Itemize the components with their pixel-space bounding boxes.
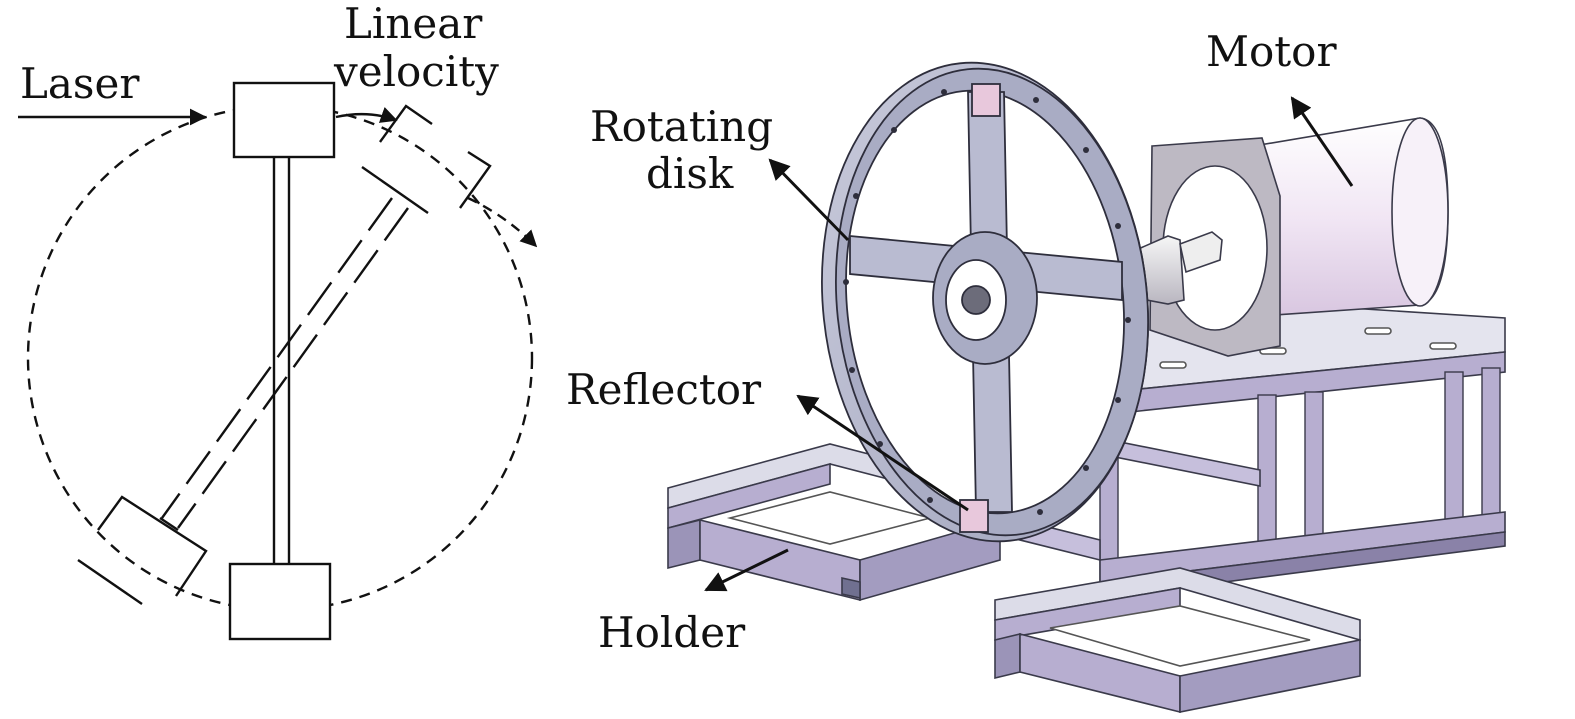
- frame-posts: [921, 367, 1501, 583]
- bottom-reflector-block: [228, 562, 332, 641]
- linear-velocity-label-line1: Linear: [344, 0, 483, 48]
- rotating-disk: [821, 61, 1149, 543]
- velocity-arrow-short: [335, 107, 398, 123]
- laser-label: Laser: [20, 59, 140, 108]
- rotated-arm-cap-bottom: [159, 517, 179, 531]
- holder-frame-right: [994, 567, 1361, 714]
- rotated-block-lower-edge: [77, 559, 143, 605]
- rotating-disk-label-line2: disk: [646, 149, 734, 198]
- schematic-diagram: [18, 81, 538, 641]
- reflector-label: Reflector: [566, 365, 762, 414]
- rotated-arm-cap-top: [361, 166, 429, 214]
- reflector-top: [971, 83, 1001, 117]
- apparatus-rendering: [667, 61, 1506, 714]
- rotation-path-circle: [26, 104, 534, 612]
- holder-label: Holder: [598, 608, 746, 657]
- rotated-block-upper-a: [379, 104, 433, 143]
- reflector-leader-arrow: [796, 394, 969, 512]
- rotated-block-upper-b: [459, 150, 492, 209]
- rotating-disk-leader-arrow: [768, 158, 850, 242]
- rotating-disk-label-line1: Rotating: [590, 102, 773, 151]
- holder-leader-arrow: [704, 548, 789, 592]
- rotated-block-lower: [97, 495, 208, 597]
- rendering-leader-arrows: [704, 96, 1354, 592]
- reflector-bottom: [959, 499, 989, 533]
- motor-label: Motor: [1206, 27, 1337, 76]
- motor-leader-arrow: [1290, 96, 1354, 187]
- velocity-arrow-dashed: [467, 196, 538, 248]
- rotated-arm-dashed: [161, 197, 409, 529]
- linear-velocity-label-line2: velocity: [333, 47, 499, 96]
- top-reflector-block: [232, 81, 336, 159]
